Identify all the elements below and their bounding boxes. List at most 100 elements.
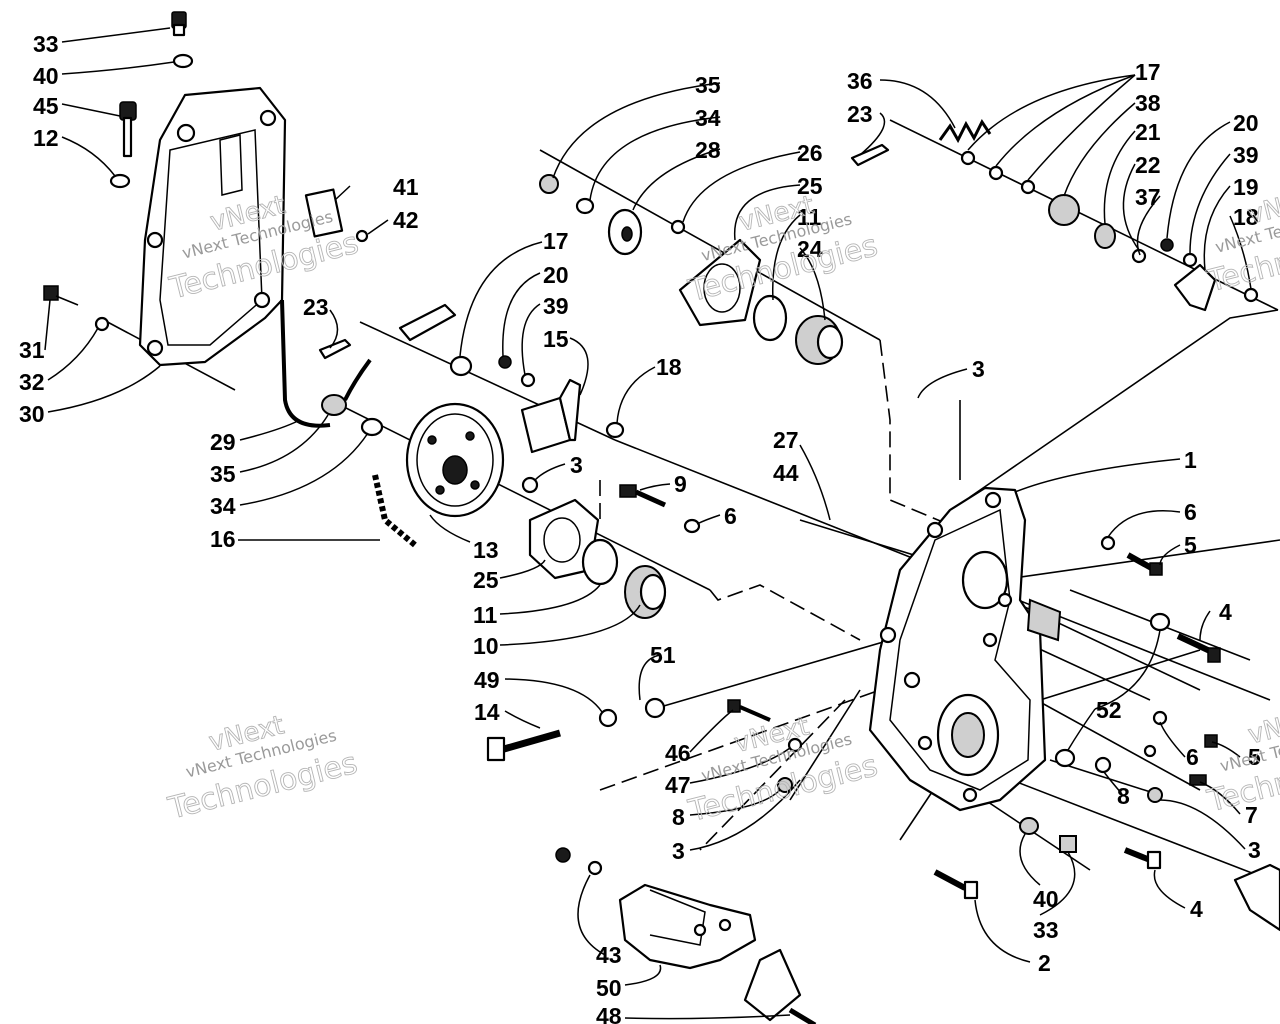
bolt-7 — [1189, 774, 1207, 786]
callout-8-right: 8 — [1117, 783, 1130, 809]
callout-49: 49 — [474, 667, 500, 693]
callout-4-bottom: 4 — [1190, 896, 1203, 922]
callout-38: 38 — [1135, 90, 1161, 116]
bolt-4-bottom — [1123, 847, 1162, 870]
bearing-plate-25-top — [678, 238, 762, 327]
main-chain-case — [868, 486, 1062, 812]
callout-35-left: 35 — [210, 461, 236, 487]
nut-20-right — [1160, 238, 1174, 252]
washer-17-r3 — [1020, 179, 1036, 195]
callout-26: 26 — [797, 140, 823, 166]
callout-7: 7 — [1245, 802, 1258, 828]
callout-28: 28 — [695, 137, 721, 163]
sprocket-28 — [607, 208, 643, 256]
callout-37: 37 — [1135, 184, 1161, 210]
callout-43: 43 — [596, 942, 622, 968]
callout-34-left: 34 — [210, 493, 236, 519]
clip-strip — [343, 358, 372, 401]
nut-3-bottom — [555, 847, 571, 863]
shaft-pin — [398, 303, 457, 342]
callout-11-left: 11 — [473, 602, 498, 628]
washer-40-top — [172, 53, 194, 69]
washer-6-mid — [683, 518, 701, 534]
washer-6-lower2 — [1143, 744, 1157, 758]
callout-35-top: 35 — [695, 72, 721, 98]
spring-36 — [938, 119, 992, 144]
nut-20-left — [498, 355, 512, 369]
callout-17-left: 17 — [543, 228, 569, 254]
snap-ring-11-left — [581, 538, 619, 586]
callout-31: 31 — [19, 337, 45, 363]
sprocket-13 — [405, 402, 505, 518]
callout-17-right: 17 — [1135, 59, 1161, 85]
bolt-14 — [486, 729, 561, 762]
callout-8-left: 8 — [672, 804, 685, 830]
bolt-5-top — [1126, 552, 1163, 576]
leader-lines — [44, 27, 1252, 1020]
washer-40-bottom — [1019, 817, 1039, 835]
callout-6-lower: 6 — [1186, 744, 1199, 770]
callout-50: 50 — [596, 975, 622, 1001]
snap-ring-11-top — [752, 294, 788, 342]
callout-20-right: 20 — [1233, 110, 1259, 136]
nut-35-left — [321, 394, 347, 416]
roller-21 — [1048, 194, 1080, 226]
nut-49 — [598, 708, 618, 728]
output-shaft — [1233, 863, 1280, 932]
callout-6-mid: 6 — [724, 503, 737, 529]
arm-19 — [1173, 263, 1217, 312]
watermark-left: vNext vNext Technologies Technologies — [164, 710, 361, 827]
bushing-22 — [1094, 223, 1116, 249]
callout-19: 19 — [1233, 174, 1259, 200]
washer-39-left — [520, 372, 536, 388]
callout-41: 41 — [393, 174, 419, 200]
washer-47 — [787, 737, 803, 753]
callout-30: 30 — [19, 401, 45, 427]
callout-39-right: 39 — [1233, 142, 1259, 168]
callout-20-left: 20 — [543, 262, 569, 288]
callout-11-top: 11 — [797, 204, 822, 230]
washer-17-left — [449, 355, 473, 377]
washer-6-right — [1100, 535, 1116, 551]
cotter-pin-23-left — [318, 338, 352, 360]
washer-39-right — [1182, 252, 1198, 268]
bolt-48 — [788, 1007, 817, 1024]
washer-17-r2 — [988, 165, 1004, 181]
cover-plug-33 — [171, 11, 187, 37]
chain-case-cover — [138, 86, 344, 367]
watermark-top-center: vNext vNext Technologies Technologies — [684, 190, 881, 310]
callout-47: 47 — [665, 772, 691, 798]
callout-23-left: 23 — [303, 294, 329, 320]
callout-3-right: 3 — [1248, 837, 1261, 863]
callout-15: 15 — [543, 326, 569, 352]
nut-26 — [670, 219, 686, 235]
callout-46: 46 — [665, 740, 691, 766]
callout-45: 45 — [33, 93, 59, 119]
callout-16: 16 — [210, 526, 236, 552]
callout-5-top: 5 — [1184, 532, 1197, 558]
washer-6-lower — [1152, 710, 1168, 726]
callout-23-right: 23 — [847, 101, 873, 127]
bolt-5-lower — [1204, 734, 1218, 748]
drive-chain-16 — [372, 474, 417, 548]
lock-washer-32 — [94, 316, 110, 332]
callout-27: 27 — [773, 427, 799, 453]
bolt-2 — [933, 869, 979, 900]
mount-bracket-50 — [618, 883, 757, 970]
nut-3-right — [1147, 787, 1163, 803]
callout-25-top: 25 — [797, 173, 823, 199]
washer-8-right — [1094, 756, 1112, 774]
chain-tensioner-29 — [280, 299, 331, 428]
callout-33-bottom: 33 — [1033, 917, 1059, 943]
bearing-10 — [624, 565, 667, 619]
dipstick-45 — [119, 101, 137, 158]
callout-44: 44 — [773, 460, 799, 486]
nut-8-left — [777, 777, 793, 793]
bracket-15 — [520, 378, 582, 454]
washer-52-top — [1149, 612, 1171, 632]
callout-9: 9 — [674, 471, 687, 497]
callout-18-right: 18 — [1233, 204, 1259, 230]
callout-2: 2 — [1038, 950, 1051, 976]
